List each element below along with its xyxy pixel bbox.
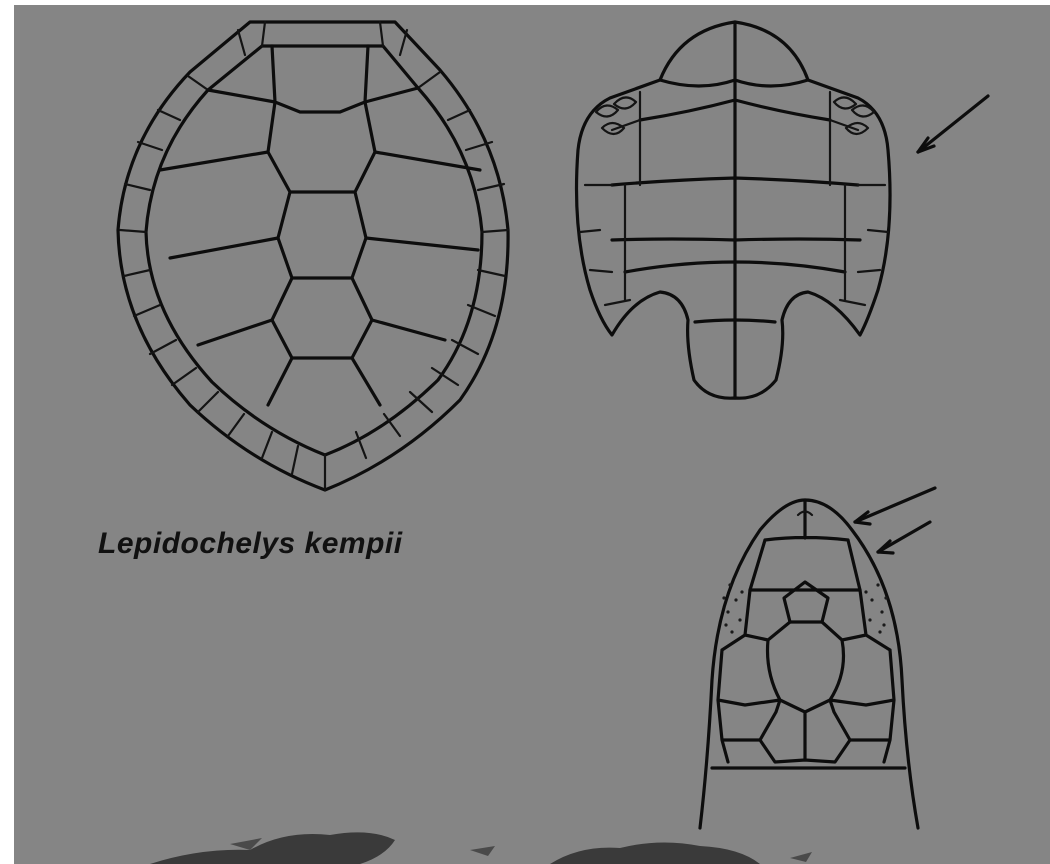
species-caption: Lepidochelys kempii bbox=[98, 527, 403, 561]
frontal-scute bbox=[784, 582, 828, 622]
plastron-drawing bbox=[577, 22, 989, 398]
plastron-outline bbox=[577, 22, 891, 398]
carapace-drawing bbox=[118, 22, 508, 490]
arrow-pointer-icon bbox=[918, 96, 988, 152]
map-landmass bbox=[150, 832, 395, 864]
head-drawing bbox=[700, 488, 935, 828]
carapace-inner-outline bbox=[146, 46, 482, 455]
arrow-pointer-icon bbox=[878, 522, 930, 553]
arrow-pointer-icon bbox=[855, 488, 935, 524]
costal-dividers bbox=[160, 88, 480, 345]
stipple-left bbox=[722, 583, 743, 633]
vertebral-scutes bbox=[268, 46, 380, 405]
illustration bbox=[14, 5, 1050, 864]
parietal-scutes bbox=[718, 590, 894, 762]
prefrontal-scutes bbox=[750, 500, 860, 590]
nuchal-scute bbox=[262, 22, 383, 46]
figure-panel: Lepidochelys kempii bbox=[14, 5, 1050, 864]
map-fragment bbox=[150, 832, 812, 864]
map-landmass bbox=[550, 842, 760, 864]
